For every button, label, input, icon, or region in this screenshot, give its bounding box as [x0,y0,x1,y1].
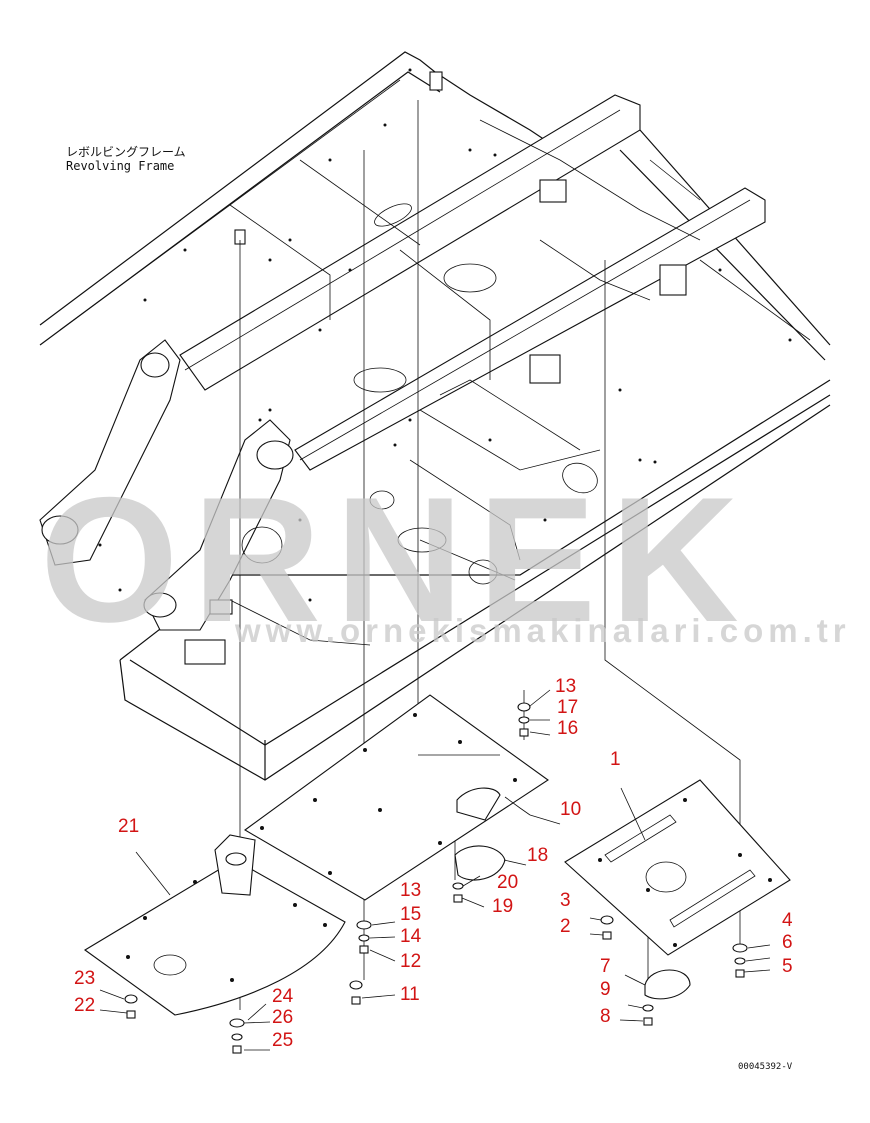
callout-3: 3 [560,890,571,911]
callout-7: 7 [600,956,611,977]
callout-21: 21 [118,816,140,837]
callout-13-bottom: 13 [400,880,422,901]
callout-8: 8 [600,1006,611,1027]
callout-20: 20 [497,872,519,893]
callout-15: 15 [400,904,422,925]
callout-2: 2 [560,916,571,937]
callout-4: 4 [782,910,793,931]
revolving-frame-drawing [39,51,831,781]
callout-14: 14 [400,926,422,947]
callout-11: 11 [400,984,420,1005]
callout-10: 10 [560,799,582,820]
callout-16: 16 [557,718,579,739]
callout-1: 1 [610,749,621,770]
callout-6: 6 [782,932,793,953]
callout-25: 25 [272,1030,294,1051]
callout-leaders [99,689,771,1051]
callout-22: 22 [74,995,96,1016]
undercover-plate-1 [564,779,791,1000]
frame-label-japanese: レボルビングフレーム [66,145,186,159]
small-cover-18 [454,787,506,881]
callout-24: 24 [272,986,294,1007]
callout-13-top: 13 [555,676,577,697]
undercover-plate-10 [243,694,549,901]
frame-label-english: Revolving Frame [66,159,175,173]
document-code: 00045392-V [738,1062,793,1072]
callout-18: 18 [527,845,549,866]
callout-26: 26 [272,1007,294,1028]
callout-17: 17 [557,697,579,718]
callout-23: 23 [74,968,96,989]
callout-12: 12 [400,951,422,972]
undercover-plate-21 [84,834,346,1016]
callout-9: 9 [600,979,611,1000]
fasteners [124,702,748,1054]
callout-5: 5 [782,956,793,977]
callout-19: 19 [492,896,514,917]
